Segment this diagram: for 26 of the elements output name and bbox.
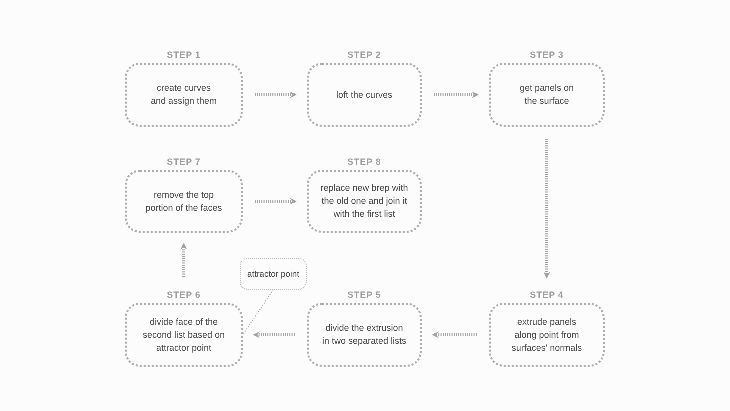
step-description: replace new brep with the old one and join it with the first list: [320, 182, 410, 221]
step-description: create curves and assign them: [150, 82, 218, 108]
arrow: [255, 92, 297, 98]
step-description: divide the extrusion in two separated lists: [322, 322, 407, 348]
step-label: STEP 3: [530, 49, 564, 61]
step-label: STEP 1: [167, 49, 201, 61]
callout-box: [240, 258, 307, 290]
step-description: divide face of the second list based on attractor point: [142, 316, 226, 354]
step-label: STEP 2: [348, 49, 382, 61]
step-label: STEP 8: [348, 156, 382, 168]
arrow: [253, 332, 295, 338]
step-label: STEP 7: [167, 156, 201, 168]
step-description: remove the top portion of the faces: [144, 188, 224, 214]
arrow: [180, 243, 188, 277]
leader-line: [242, 290, 274, 336]
step-description: loft the curves: [336, 88, 393, 102]
step-label: STEP 4: [530, 289, 564, 301]
arrow: [432, 332, 477, 338]
callout-text: attractor point: [248, 268, 300, 280]
arrow: [255, 198, 297, 205]
arrow: [434, 92, 479, 98]
step-description: extrude panels along point from surfaces' normals: [510, 316, 584, 354]
arrow: [544, 139, 550, 279]
step-label: STEP 6: [167, 289, 201, 301]
step-description: get panels on the surface: [518, 82, 576, 108]
step-label: STEP 5: [348, 289, 382, 301]
